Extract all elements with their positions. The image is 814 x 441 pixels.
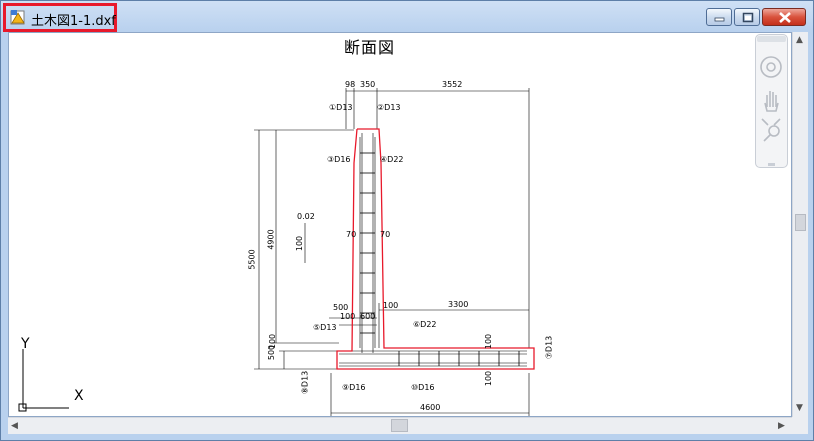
rebar-base-bottom-b: ⑩D16 <box>411 383 435 392</box>
dim-right-hatch: 70 <box>380 230 391 239</box>
window-title: 土木図1-1.dxf <box>31 14 116 29</box>
navigation-tools <box>757 36 786 166</box>
dim-base-left-b: 100 <box>268 333 278 350</box>
drawing-canvas[interactable]: 断面図 <box>8 32 792 417</box>
rebar-toe-top: ⑤D13 <box>313 323 337 332</box>
navigation-bar[interactable] <box>755 34 788 168</box>
dim-top-left: 98 <box>345 80 356 89</box>
vertical-scrollbar[interactable]: ▲ ▼ <box>792 32 808 417</box>
vertical-scroll-thumb[interactable] <box>795 214 806 231</box>
ucs-y-label: Y <box>21 336 30 352</box>
dim-top-right: 3552 <box>442 80 463 89</box>
horizontal-scroll-thumb[interactable] <box>391 419 408 432</box>
maximize-button[interactable] <box>734 8 760 26</box>
ucs-x-label: X <box>74 388 84 404</box>
wall-outline <box>336 128 535 370</box>
title-highlight <box>3 3 117 32</box>
rebar-heel-top: ⑥D22 <box>413 320 437 329</box>
rebar-mid-right: ④D22 <box>380 155 404 164</box>
scroll-down-icon[interactable]: ▼ <box>796 403 803 413</box>
scroll-left-icon[interactable]: ◀ <box>11 421 18 431</box>
rebar-top-right: ②D13 <box>377 103 401 112</box>
dim-height-stem: 4900 <box>266 229 276 250</box>
dim-stem-width-b: 600 <box>360 312 376 321</box>
horizontal-scrollbar[interactable]: ◀ ▶ <box>8 417 792 434</box>
dim-base-right-b: 100 <box>484 370 494 387</box>
scrollbar-corner <box>792 417 808 434</box>
ucs-icon <box>18 349 69 412</box>
rebar-end-right: ⑦D13 <box>544 335 554 360</box>
close-icon <box>779 12 791 23</box>
scroll-up-icon[interactable]: ▲ <box>796 35 803 45</box>
dim-heel-width: 3300 <box>448 300 469 309</box>
minimize-button[interactable] <box>706 8 732 26</box>
dim-toe-width: 500 <box>333 303 349 312</box>
rebar-base-bottom-a: ⑨D16 <box>342 383 366 392</box>
drawing-title: 断面図 <box>344 38 396 57</box>
dim-top-mid: 350 <box>360 80 376 89</box>
dxf-file-icon <box>10 10 25 25</box>
rebar-mid-left: ③D16 <box>327 155 351 164</box>
dim-stem-width-a: 100 <box>340 312 356 321</box>
rebar-top-left: ①D13 <box>329 103 353 112</box>
dim-base-total: 4600 <box>420 403 441 412</box>
dim-height-total: 5500 <box>247 249 257 270</box>
minimize-icon <box>714 17 725 22</box>
dim-base-right-a: 100 <box>484 333 494 350</box>
dim-left-hatch: 70 <box>346 230 357 239</box>
close-button[interactable] <box>762 8 806 26</box>
dim-stem-right: 100 <box>383 301 399 310</box>
maximize-icon <box>742 12 754 23</box>
dim-taper-ratio: 0.02 <box>297 212 315 221</box>
scroll-right-icon[interactable]: ▶ <box>778 421 785 431</box>
dim-taper-base: 100 <box>295 235 305 252</box>
rebar-toe-bottom: ⑧D13 <box>300 370 310 395</box>
title-bar[interactable]: 土木図1-1.dxf <box>1 1 813 33</box>
section-drawing <box>18 88 535 416</box>
